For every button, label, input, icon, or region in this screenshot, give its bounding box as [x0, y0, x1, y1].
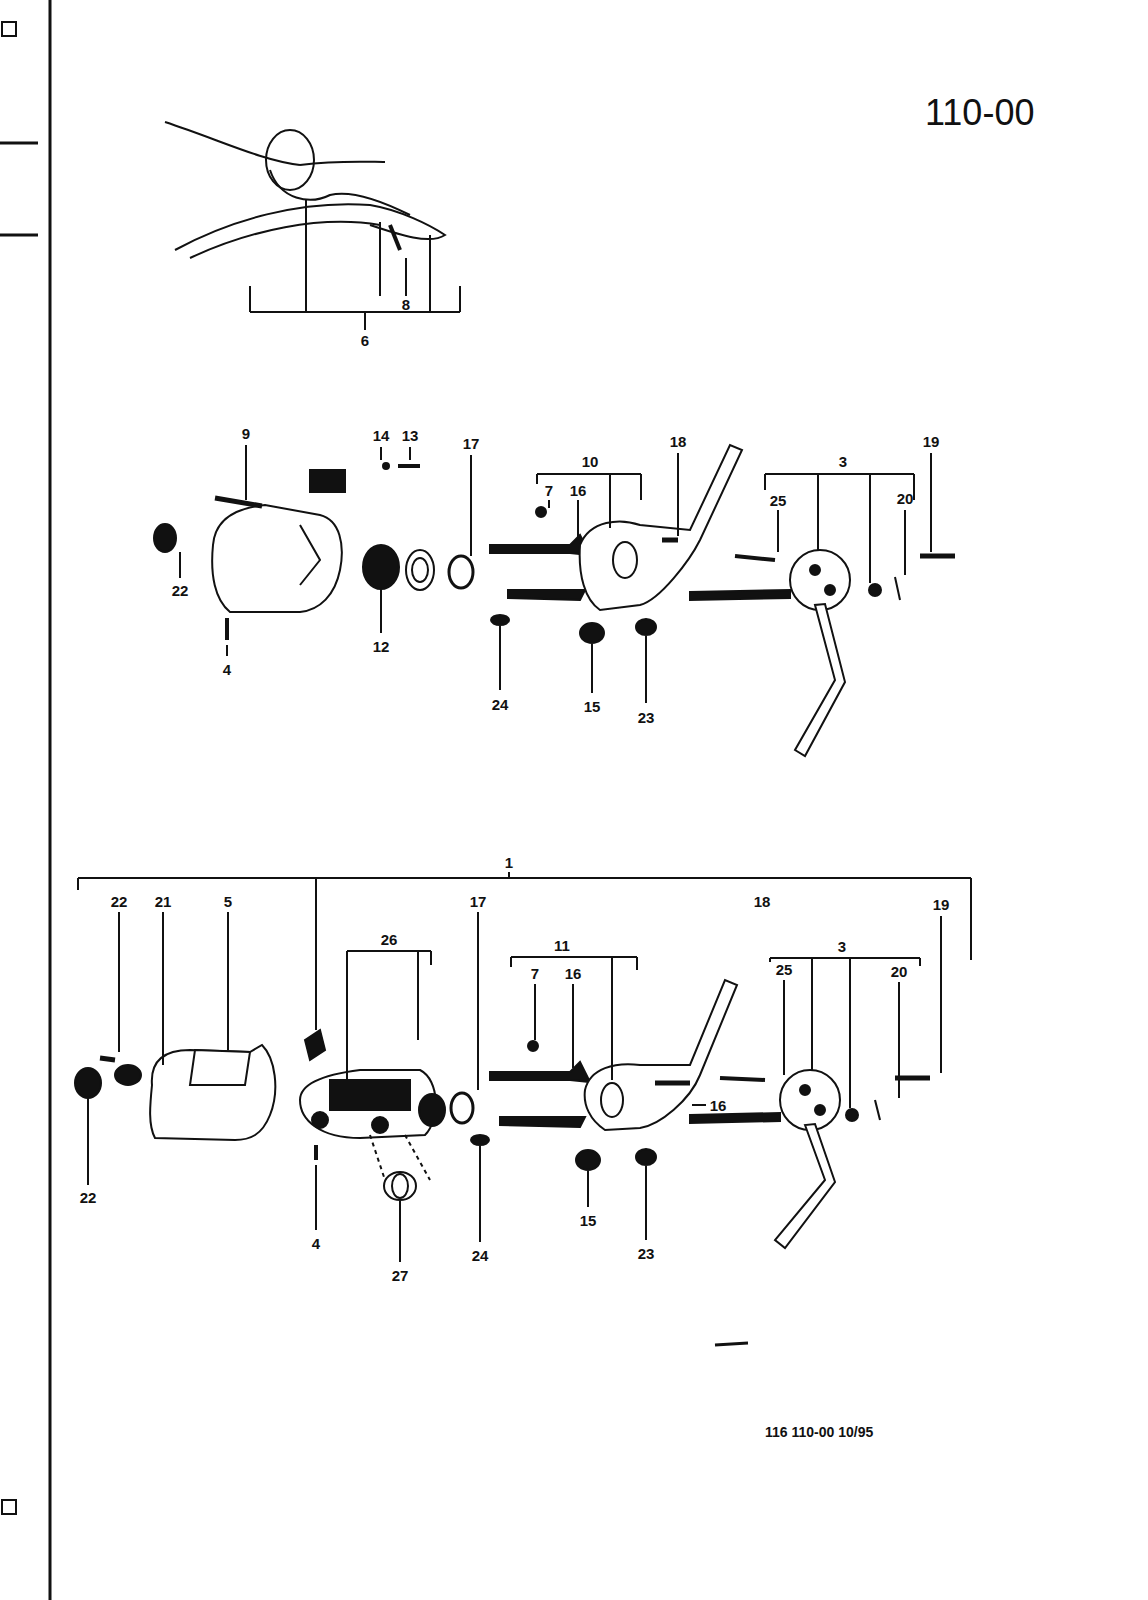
callout-number: 23 — [638, 710, 655, 725]
callout-number: 24 — [472, 1248, 489, 1263]
lever-assembly — [490, 980, 737, 1130]
callout-number: 18 — [670, 434, 687, 449]
callout-number: 21 — [155, 894, 172, 909]
page-mark — [2, 22, 16, 36]
document-code: 116 110-00 10/95 — [765, 1424, 873, 1440]
callout-number: 3 — [838, 939, 846, 954]
callout-number: 10 — [582, 454, 599, 469]
page-mark — [2, 1500, 16, 1514]
callout-number: 22 — [172, 583, 189, 598]
callout-number: 26 — [381, 932, 398, 947]
callout-number: 27 — [392, 1268, 409, 1283]
callout-number: 19 — [923, 434, 940, 449]
callout-number: 11 — [554, 938, 570, 953]
callout-number: 9 — [242, 426, 250, 441]
page-mark — [0, 234, 38, 237]
callout-number: 4 — [223, 662, 231, 677]
callout-number: 24 — [492, 697, 509, 712]
bracket — [250, 200, 460, 330]
callout-number: 19 — [933, 897, 950, 912]
callout-number: 16 — [570, 483, 587, 498]
leader-lines — [78, 872, 971, 1345]
page-number: 110-00 — [925, 92, 1034, 134]
callout-number: 6 — [361, 333, 369, 348]
callout-number: 22 — [80, 1190, 97, 1205]
page-border — [49, 0, 52, 1600]
callout-number: 1 — [505, 855, 513, 870]
callout-number: 22 — [111, 894, 128, 909]
callout-number: 20 — [897, 491, 914, 506]
gear-lever — [690, 550, 955, 756]
callout-number: 25 — [776, 962, 793, 977]
callout-number: 14 — [373, 428, 390, 443]
callout-number: 23 — [638, 1246, 655, 1261]
callout-number: 7 — [531, 966, 539, 981]
callout-number: 16 — [710, 1098, 727, 1113]
callout-number: 3 — [839, 454, 847, 469]
callout-number: 13 — [402, 428, 419, 443]
callout-number: 17 — [463, 436, 480, 451]
callout-number: 8 — [402, 297, 410, 312]
callout-number: 7 — [545, 483, 553, 498]
lever-assembly — [490, 445, 742, 610]
leader-lines — [180, 445, 931, 703]
callout-number: 17 — [470, 894, 487, 909]
callout-number: 20 — [891, 964, 908, 979]
callout-number: 5 — [224, 894, 232, 909]
gear-lever — [690, 1070, 930, 1248]
callout-number: 4 — [312, 1236, 320, 1251]
callout-number: 18 — [754, 894, 771, 909]
callout-number: 12 — [373, 639, 390, 654]
page-mark — [0, 142, 38, 145]
callout-number: 15 — [584, 699, 601, 714]
callout-number: 16 — [565, 966, 582, 981]
callout-number: 25 — [770, 493, 787, 508]
callout-number: 15 — [580, 1213, 597, 1228]
